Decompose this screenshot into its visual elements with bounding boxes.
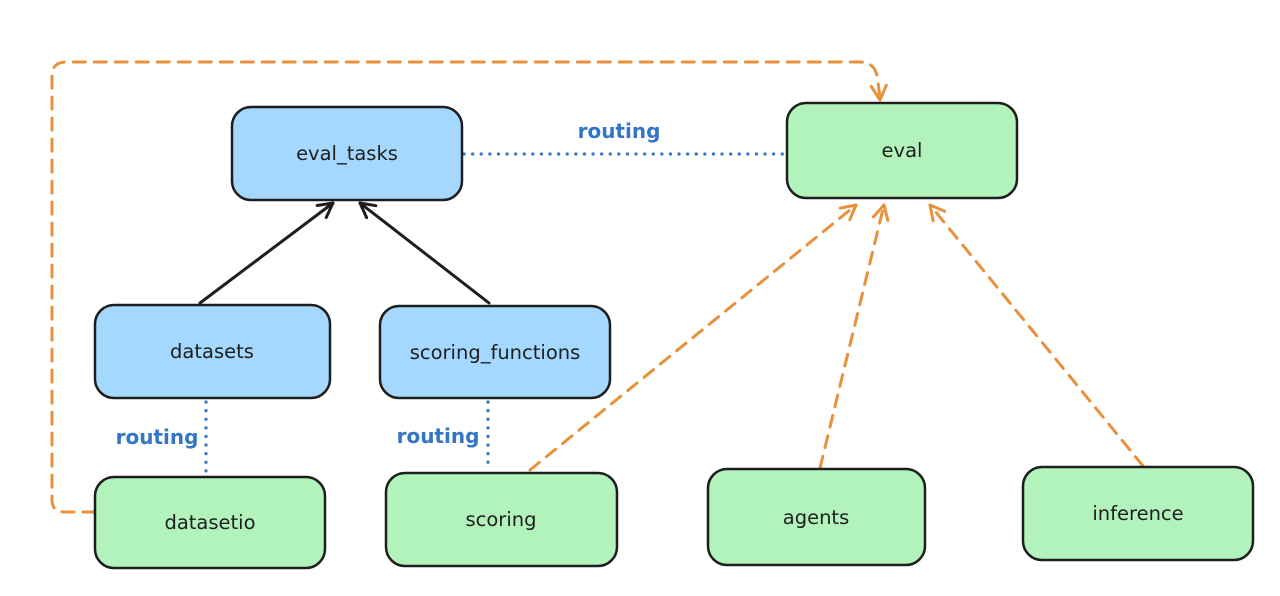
edge-inference-to-eval — [928, 203, 1145, 468]
routing-label-datasets: routing — [116, 425, 199, 449]
node-scoring-label: scoring — [466, 508, 537, 531]
node-scoring-functions-label: scoring_functions — [410, 341, 581, 364]
routing-label-top: routing — [578, 119, 661, 143]
node-datasetio: datasetio — [93, 475, 327, 570]
node-inference-label: inference — [1092, 502, 1183, 525]
node-eval: eval — [785, 101, 1019, 200]
routing-label-scoring: routing — [397, 424, 480, 448]
node-agents: agents — [706, 467, 927, 567]
edge-agents-to-eval — [818, 203, 890, 470]
edge-datasetio-to-eval — [50, 60, 888, 514]
arrowhead-into-eval-bottom-right — [928, 203, 947, 223]
edge-scoring-to-eval — [528, 203, 858, 472]
arrowhead-into-eval-bottom-left — [838, 203, 858, 222]
node-datasetio-label: datasetio — [164, 511, 255, 534]
node-inference: inference — [1021, 465, 1255, 562]
node-scoring-functions: scoring_functions — [378, 304, 612, 400]
arrowhead-into-eval-tasks-left — [315, 201, 335, 219]
edge-datasets-to-eval-tasks — [198, 201, 335, 305]
edge-scoring-functions-to-eval-tasks — [358, 201, 491, 305]
node-eval-tasks: eval_tasks — [230, 105, 464, 202]
arrowhead-into-eval-bottom-mid — [871, 203, 890, 222]
arrowhead-into-eval-tasks-right — [358, 201, 378, 220]
node-datasets-label: datasets — [170, 340, 254, 363]
node-agents-label: agents — [783, 506, 850, 529]
node-eval-label: eval — [882, 139, 923, 162]
node-scoring: scoring — [384, 471, 619, 568]
node-datasets: datasets — [93, 303, 332, 400]
arrowhead-into-eval-top — [869, 83, 888, 102]
node-eval-tasks-label: eval_tasks — [296, 142, 398, 165]
